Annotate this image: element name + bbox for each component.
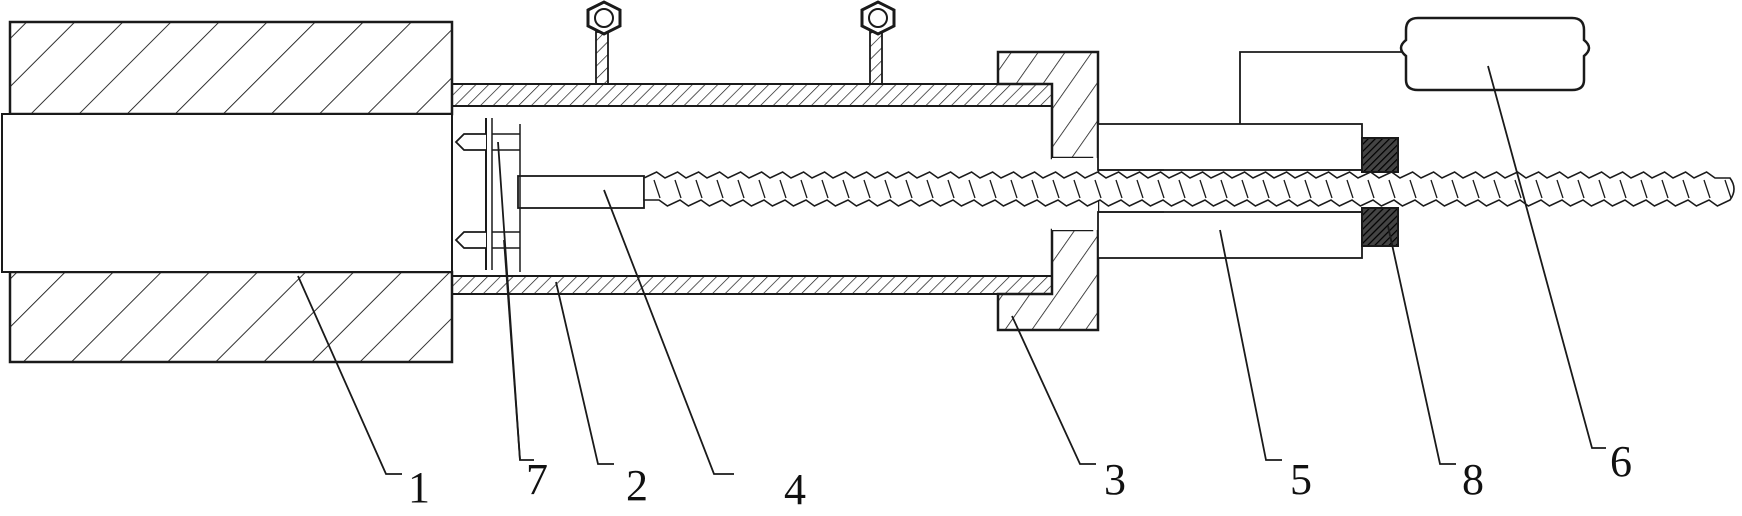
- thread-rib: [1010, 179, 1018, 199]
- thread-rib: [1262, 179, 1270, 199]
- thread-rib: [1514, 179, 1522, 199]
- thread-rib: [1409, 179, 1417, 199]
- thread-rib: [1346, 179, 1354, 199]
- thread-rib: [1052, 179, 1060, 199]
- thread-rib: [674, 179, 682, 199]
- thread-rib: [1598, 179, 1606, 199]
- label-1: 1: [408, 463, 430, 511]
- leader-5: [1219, 229, 1282, 461]
- thread-rib: [1640, 179, 1648, 199]
- lifting-ring-right: [860, 0, 896, 85]
- thread-rib: [1388, 179, 1396, 199]
- thread-rib: [1682, 179, 1690, 199]
- thread-rib: [1283, 179, 1291, 199]
- jack-housing: [1097, 123, 1363, 259]
- thread-rib: [1724, 179, 1732, 199]
- label-5: 5: [1290, 455, 1312, 504]
- thread-rib: [716, 179, 724, 199]
- leader-8: [1387, 225, 1456, 465]
- thread-rib: [1556, 179, 1564, 199]
- thread-rib: [1031, 179, 1039, 199]
- label-2: 2: [626, 461, 648, 510]
- thread-rib: [1241, 179, 1249, 199]
- thread-rib: [1325, 179, 1333, 199]
- label-6: 6: [1610, 437, 1632, 486]
- leader-lines: [297, 65, 1606, 475]
- thread-rib: [905, 179, 913, 199]
- thread-rib: [1157, 179, 1165, 199]
- thread-rib: [1430, 179, 1438, 199]
- thread-rib: [926, 179, 934, 199]
- thread-rib: [1367, 179, 1375, 199]
- anchor-bolts: [454, 118, 521, 272]
- leader-2: [555, 281, 614, 465]
- thread-rib: [821, 179, 829, 199]
- leader-6: [1487, 65, 1606, 449]
- leader-3: [1011, 315, 1096, 465]
- thread-rib: [1220, 179, 1228, 199]
- thread-rib: [1178, 179, 1186, 199]
- thread-rib: [1661, 179, 1669, 199]
- tendon-bar: [517, 171, 1735, 209]
- thread-rib: [800, 179, 808, 199]
- leader-7b: [503, 239, 521, 461]
- lifting-ring-left: [586, 0, 622, 85]
- thread-rib: [1199, 179, 1207, 199]
- label-7: 7: [526, 455, 548, 504]
- thread-rib: [863, 179, 871, 199]
- thread-rib: [758, 179, 766, 199]
- thread-rib: [1136, 179, 1144, 199]
- thread-rib: [1115, 179, 1123, 199]
- thread-rib: [1703, 179, 1711, 199]
- thread-rib: [1304, 179, 1312, 199]
- pump: [1399, 16, 1591, 92]
- thread-rib: [1472, 179, 1480, 199]
- thread-rib: [779, 179, 787, 199]
- thread-rib: [653, 179, 661, 199]
- hydraulic-line: [1239, 51, 1404, 124]
- thread-rib: [947, 179, 955, 199]
- label-4: 4: [784, 465, 806, 511]
- thread-rib: [695, 179, 703, 199]
- thread-rib: [1073, 179, 1081, 199]
- thread-rib: [1619, 179, 1627, 199]
- thread-rib: [1577, 179, 1585, 199]
- leader-4: [603, 189, 734, 475]
- thread-rib: [1493, 179, 1501, 199]
- thread-rib: [737, 179, 745, 199]
- thread-rib: [989, 179, 997, 199]
- thread-rib: [842, 179, 850, 199]
- thread-rib: [884, 179, 892, 199]
- thread-rib: [1094, 179, 1102, 199]
- thread-rib: [1535, 179, 1543, 199]
- lock-nut: [1361, 137, 1399, 247]
- thread-rib: [968, 179, 976, 199]
- thread-rib: [1451, 179, 1459, 199]
- leader-1: [297, 275, 402, 475]
- host-block: [1, 20, 454, 364]
- label-8: 8: [1462, 455, 1484, 504]
- label-3: 3: [1104, 455, 1126, 504]
